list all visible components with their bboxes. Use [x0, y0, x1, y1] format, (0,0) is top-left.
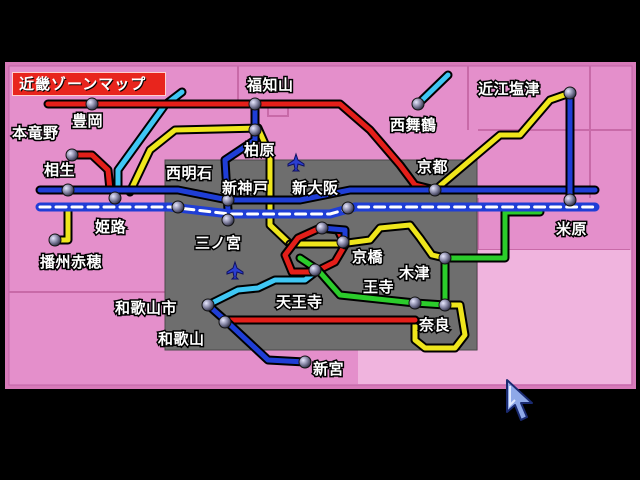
station-label-hontatsuno: 本竜野 — [12, 124, 59, 142]
station-label-omi-shiotsu: 近江塩津 — [478, 80, 540, 98]
station-node[interactable] — [408, 296, 422, 310]
station-node[interactable] — [298, 355, 312, 369]
station-node[interactable] — [248, 97, 262, 111]
station-label-kyobashi: 京橋 — [352, 248, 384, 266]
station-label-nara: 奈良 — [418, 316, 450, 334]
station-node[interactable] — [85, 97, 99, 111]
station-node[interactable] — [65, 148, 79, 162]
airport-icon — [287, 152, 305, 172]
station-node[interactable] — [108, 191, 122, 205]
station-label-maibara: 米原 — [556, 220, 587, 238]
station-node[interactable] — [438, 251, 452, 265]
station-node[interactable] — [563, 193, 577, 207]
station-nodes — [48, 86, 577, 369]
station-node[interactable] — [221, 193, 235, 207]
station-node[interactable] — [411, 97, 425, 111]
station-label-kashiwara: 柏原 — [244, 141, 275, 159]
station-label-sannomiya: 三ノ宮 — [195, 234, 242, 252]
station-node[interactable] — [201, 298, 215, 312]
station-node[interactable] — [48, 233, 62, 247]
arrow-cursor-icon — [506, 379, 533, 421]
station-label-wakayama: 和歌山 — [158, 330, 205, 348]
station-label-nishimaizuru: 西舞鶴 — [390, 116, 437, 134]
station-node[interactable] — [248, 123, 262, 137]
station-node[interactable] — [171, 200, 185, 214]
station-label-tennoji: 天王寺 — [276, 293, 323, 311]
station-node[interactable] — [61, 183, 75, 197]
airport-icon — [226, 260, 244, 280]
station-label-shingu: 新宮 — [313, 360, 344, 378]
station-node[interactable] — [218, 315, 232, 329]
station-label-kizu: 木津 — [398, 264, 430, 282]
station-node[interactable] — [336, 235, 350, 249]
station-label-banshu-ako: 播州赤穂 — [40, 253, 102, 271]
station-node[interactable] — [563, 86, 577, 100]
station-label-oji: 王寺 — [363, 278, 394, 296]
station-labels: 福知山 豊岡 本竜野 相生 姫路 播州赤穂 西明石 柏原 新神戸 新大阪 三ノ宮… — [11, 75, 589, 380]
zone-map-title: 近畿ゾーンマップ — [12, 72, 166, 96]
region-light-south — [358, 350, 631, 384]
station-node[interactable] — [428, 183, 442, 197]
station-node[interactable] — [308, 263, 322, 277]
station-label-shinosaka: 新大阪 — [292, 179, 339, 197]
station-label-himeji: 姫路 — [95, 218, 127, 236]
station-label-toyooka: 豊岡 — [72, 112, 103, 130]
station-label-fukuchiyama: 福知山 — [246, 76, 294, 94]
station-label-wakayamashi: 和歌山市 — [115, 299, 177, 317]
station-node[interactable] — [341, 201, 355, 215]
station-label-aioi: 相生 — [44, 161, 75, 179]
station-label-nishiakashi: 西明石 — [166, 164, 213, 182]
station-node[interactable] — [438, 298, 452, 312]
station-label-kyoto: 京都 — [417, 158, 448, 176]
station-label-shinkobe: 新神戸 — [222, 179, 269, 197]
station-node[interactable] — [315, 221, 329, 235]
station-node[interactable] — [221, 213, 235, 227]
